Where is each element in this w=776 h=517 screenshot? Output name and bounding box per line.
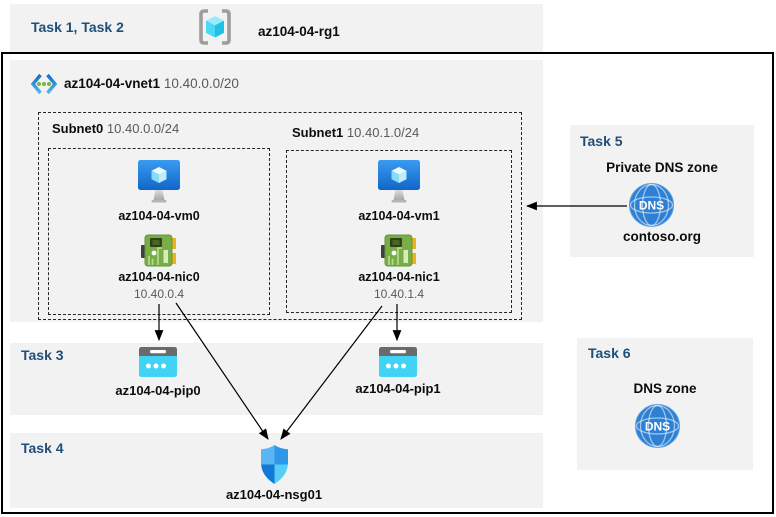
pip0-icon bbox=[139, 347, 177, 377]
subnet1-box bbox=[286, 150, 512, 313]
task3-panel bbox=[10, 343, 543, 415]
resource-group-icon bbox=[195, 7, 235, 47]
subnet1-cidr: 10.40.1.0/24 bbox=[346, 125, 420, 140]
subnet0-title: Subnet0 10.40.0.0/24 bbox=[52, 122, 179, 135]
dns-zone-title: DNS zone bbox=[633, 381, 697, 396]
pip1-label: az104-04-pip1 bbox=[355, 381, 441, 396]
subnet1-name: Subnet1 bbox=[292, 125, 344, 140]
dns-zone-icon-text: DNS bbox=[645, 420, 670, 434]
private-dns-globe-icon: DNS bbox=[629, 183, 674, 227]
vnet-title: az104-04-vnet1 10.40.0.0/20 bbox=[64, 77, 239, 91]
dns-zone-globe-icon: DNS bbox=[635, 404, 680, 448]
nsg-shield-icon bbox=[261, 445, 288, 484]
task-1-2-label: Task 1, Task 2 bbox=[31, 19, 124, 35]
nic1-ip: 10.40.1.4 bbox=[373, 287, 425, 301]
virtual-network-icon bbox=[30, 71, 58, 97]
task4-label: Task 4 bbox=[21, 440, 64, 456]
nic0-icon bbox=[141, 234, 177, 268]
task6-panel: Task 6 DNS zone DNS bbox=[577, 338, 753, 470]
subnets-container-box bbox=[38, 112, 522, 320]
vnet-name: az104-04-vnet1 bbox=[64, 76, 161, 91]
vnet-cidr: 10.40.0.0/20 bbox=[163, 76, 239, 91]
vnet-panel bbox=[10, 60, 543, 322]
subnet0-cidr: 10.40.0.0/24 bbox=[106, 121, 180, 136]
vm0-icon bbox=[137, 159, 181, 203]
private-dns-zone-name: contoso.org bbox=[623, 229, 701, 244]
private-dns-zone-title: Private DNS zone bbox=[606, 160, 718, 175]
nic0-ip: 10.40.0.4 bbox=[133, 287, 185, 301]
task3-label: Task 3 bbox=[21, 347, 64, 363]
pip1-icon bbox=[379, 347, 417, 377]
nsg-label: az104-04-nsg01 bbox=[225, 487, 323, 502]
vm1-label: az104-04-vm1 bbox=[358, 209, 440, 223]
nic1-label: az104-04-nic1 bbox=[358, 270, 440, 284]
nic1-icon bbox=[381, 234, 417, 268]
pip0-label: az104-04-pip0 bbox=[115, 383, 201, 398]
subnet1-title: Subnet1 10.40.1.0/24 bbox=[292, 126, 419, 139]
resource-group-band: Task 1, Task 2 az104-04-rg1 bbox=[10, 4, 543, 52]
task5-panel: Task 5 Private DNS zone DNS contoso.org bbox=[570, 125, 754, 257]
vm1-icon bbox=[377, 159, 421, 203]
nic0-label: az104-04-nic0 bbox=[118, 270, 200, 284]
vm0-label: az104-04-vm0 bbox=[118, 209, 200, 223]
subnet0-name: Subnet0 bbox=[52, 121, 104, 136]
task6-label: Task 6 bbox=[588, 345, 631, 361]
private-dns-icon-text: DNS bbox=[639, 199, 664, 213]
diagram-outer-border bbox=[1, 52, 774, 514]
resource-group-name: az104-04-rg1 bbox=[258, 24, 340, 39]
task5-label: Task 5 bbox=[580, 133, 623, 149]
